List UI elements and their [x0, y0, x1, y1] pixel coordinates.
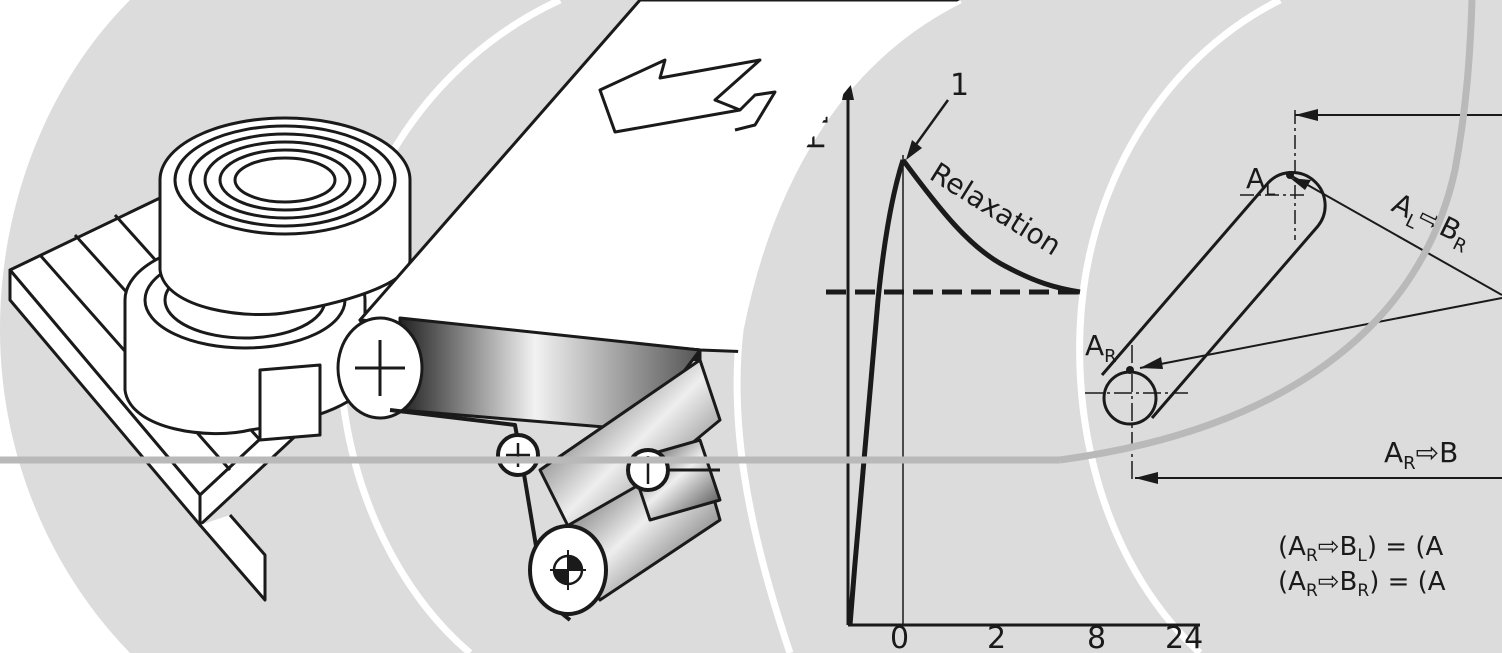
slot-outline: [1100, 171, 1327, 419]
equation-line-1: (AR⇨BL) = (A: [1278, 532, 1443, 566]
overlay-arc: [1059, 0, 1476, 464]
label-al: AL: [1246, 162, 1275, 200]
label-ar-b: AR⇨B: [1384, 436, 1458, 474]
graph-x-tick-3: 24: [1165, 621, 1203, 653]
overlay-lines: [0, 0, 1476, 464]
panel-4: [1079, 0, 1502, 653]
graph-x-tick-0: 0: [890, 621, 909, 653]
graph-x-tick-1: 2: [987, 621, 1006, 653]
label-ar: AR: [1085, 329, 1117, 367]
graph-loading-curve: [847, 159, 906, 626]
motion-arrow-icon: [598, 58, 777, 134]
panel-3: [737, 0, 1280, 653]
roller-geometry: [1085, 109, 1502, 484]
graph-marker-label: 1: [950, 68, 969, 103]
graph-x-tick-2: 8: [1087, 621, 1106, 653]
equation-line-2: (AR⇨BR) = (A: [1278, 567, 1446, 601]
graph-relaxation-curve: [900, 158, 1081, 295]
